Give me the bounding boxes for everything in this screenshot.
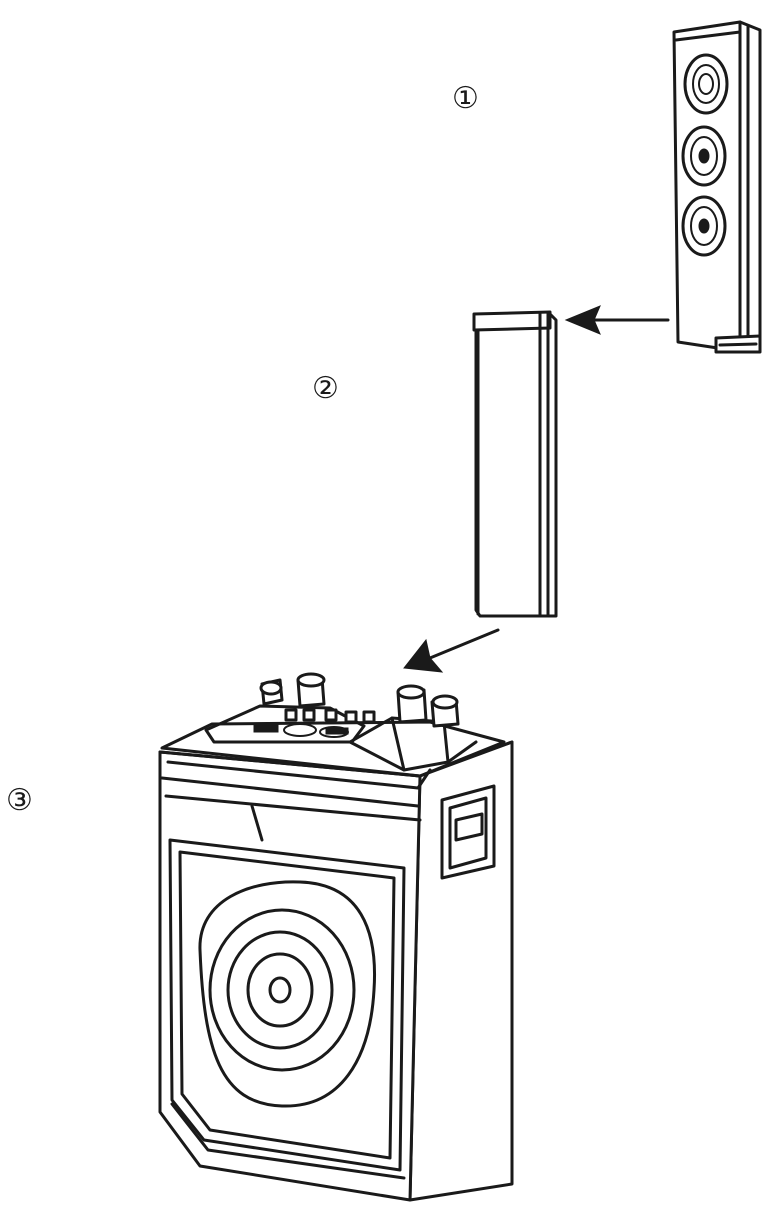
step-number-3: ③ xyxy=(6,783,33,818)
knob-right xyxy=(396,684,428,724)
satellite-speaker xyxy=(672,20,762,354)
woofer xyxy=(198,880,377,1108)
side-handle xyxy=(440,784,496,880)
main-speaker xyxy=(158,672,514,1202)
knob-center xyxy=(296,672,326,708)
step-number-1: ① xyxy=(452,81,479,116)
arrow-left-icon xyxy=(564,305,670,335)
mid-driver-upper xyxy=(681,125,727,187)
knob-left xyxy=(259,678,284,706)
stand-pole xyxy=(472,310,558,618)
knob-far-right xyxy=(430,694,460,728)
step-number-2: ② xyxy=(312,371,339,406)
mid-driver-lower xyxy=(681,195,727,257)
tweeter-driver xyxy=(683,53,729,115)
arrow-down-left-icon xyxy=(403,628,500,673)
